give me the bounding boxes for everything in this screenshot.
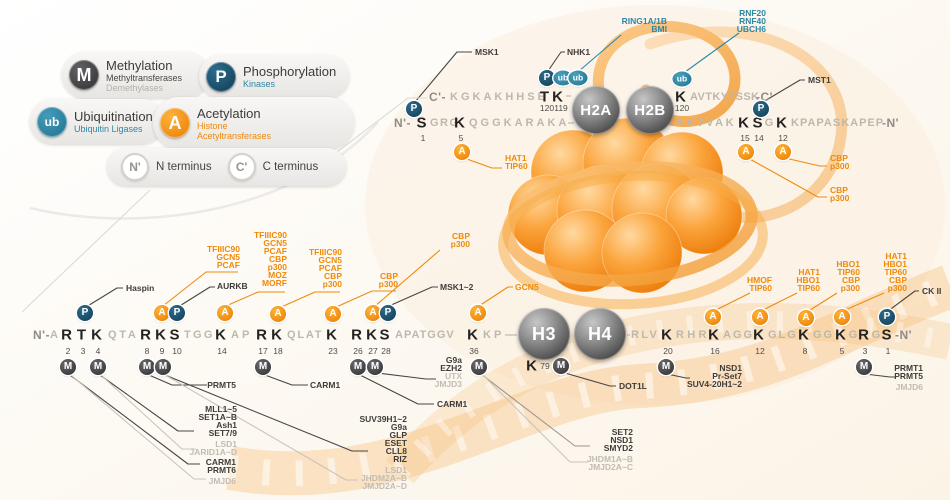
legend-acetylation-title: Acetylation — [197, 105, 261, 121]
c-terminus-label: C terminus — [262, 160, 319, 173]
residue-number: 9 — [159, 346, 165, 356]
M-mark-icon: M — [139, 359, 155, 375]
enzyme-label: TFIIIC90 — [253, 230, 287, 240]
enzyme-label: TFIIIC90 — [206, 244, 240, 254]
enzyme-label: GCN5 — [216, 252, 240, 262]
n-terminus-icon: N' — [121, 153, 149, 181]
sequence-run: K — [155, 326, 169, 344]
enzyme-label: GCN5 — [263, 238, 287, 248]
legend-acetylation: A Acetylation Histone Acetyltransferases — [153, 97, 354, 149]
acetylation-icon: A — [160, 108, 190, 138]
c-terminus-icon: C' — [227, 153, 256, 181]
sequence-run: K — [91, 326, 105, 344]
legend-methylation-erasers: Demethylases — [106, 82, 164, 93]
enzyme-label: PCAF — [216, 260, 240, 270]
residue-number: 3 — [80, 346, 86, 356]
methylation-icon: M — [69, 60, 99, 90]
M-mark-icon: M — [90, 359, 106, 375]
sequence-run: QTA — [108, 329, 139, 341]
legend-acetylation-writers-1: Histone — [197, 120, 228, 131]
sequence-run: TGG — [184, 329, 215, 341]
sequence-run: K — [215, 326, 229, 344]
enzyme-label: p300 — [267, 262, 287, 272]
phosphorylation-icon: P — [206, 61, 236, 92]
sequence-run: T — [76, 326, 90, 344]
M-mark-icon: M — [60, 359, 76, 375]
legend-phosphorylation-title: Phosphorylation — [243, 64, 337, 79]
residue-number: 4 — [95, 346, 101, 356]
legend-methylation: M Methylation Methyltransferases Demethy… — [62, 52, 209, 98]
sequence-run: R — [140, 326, 154, 344]
sequence-run: S — [169, 326, 183, 344]
enzyme-label: PCAF — [318, 263, 342, 273]
sequence-run: A — [50, 329, 60, 341]
ubiquitination-icon: ub — [37, 106, 67, 137]
legend-phosphorylation: P Phosphorylation Kinases — [199, 55, 349, 98]
M-mark-icon: M — [155, 359, 171, 375]
residue-number: 8 — [144, 346, 150, 356]
P-mark-icon: P — [169, 305, 185, 321]
sequence-run: N'- — [33, 328, 51, 342]
legend-ubiquitination-writers: Ubiquitin Ligases — [74, 124, 143, 134]
sequence-run: R — [61, 326, 75, 344]
legend-termini: N' N terminus C' C terminus — [107, 148, 346, 186]
legend-ubiquitination: ub Ubiquitination Ubiquitin Ligases — [30, 99, 164, 144]
legend-ubiquitination-title: Ubiquitination — [74, 109, 153, 124]
legend-methylation-title: Methylation — [106, 57, 173, 73]
legend-acetylation-writers-2: Acetyltransferases — [197, 130, 272, 141]
enzyme-label: TFIIIC90 — [308, 247, 342, 257]
A-mark-icon: A — [154, 305, 170, 321]
legend-c-terminus: C' C terminus — [227, 153, 319, 181]
enzyme-label: CBP — [269, 254, 287, 264]
enzyme-label: GCN5 — [318, 255, 342, 265]
legend-methylation-writers: Methyltransferases — [106, 72, 183, 83]
legend-phosphorylation-writers: Kinases — [243, 79, 276, 89]
enzyme-label: JMJD6 — [208, 476, 236, 486]
residue-number: 10 — [172, 346, 182, 356]
n-terminus-label: N terminus — [156, 160, 212, 173]
enzyme-label: PCAF — [263, 246, 287, 256]
residue-number: 2 — [65, 346, 71, 356]
legend-n-terminus: N' N terminus — [121, 153, 212, 181]
residue-number: 14 — [217, 346, 227, 356]
